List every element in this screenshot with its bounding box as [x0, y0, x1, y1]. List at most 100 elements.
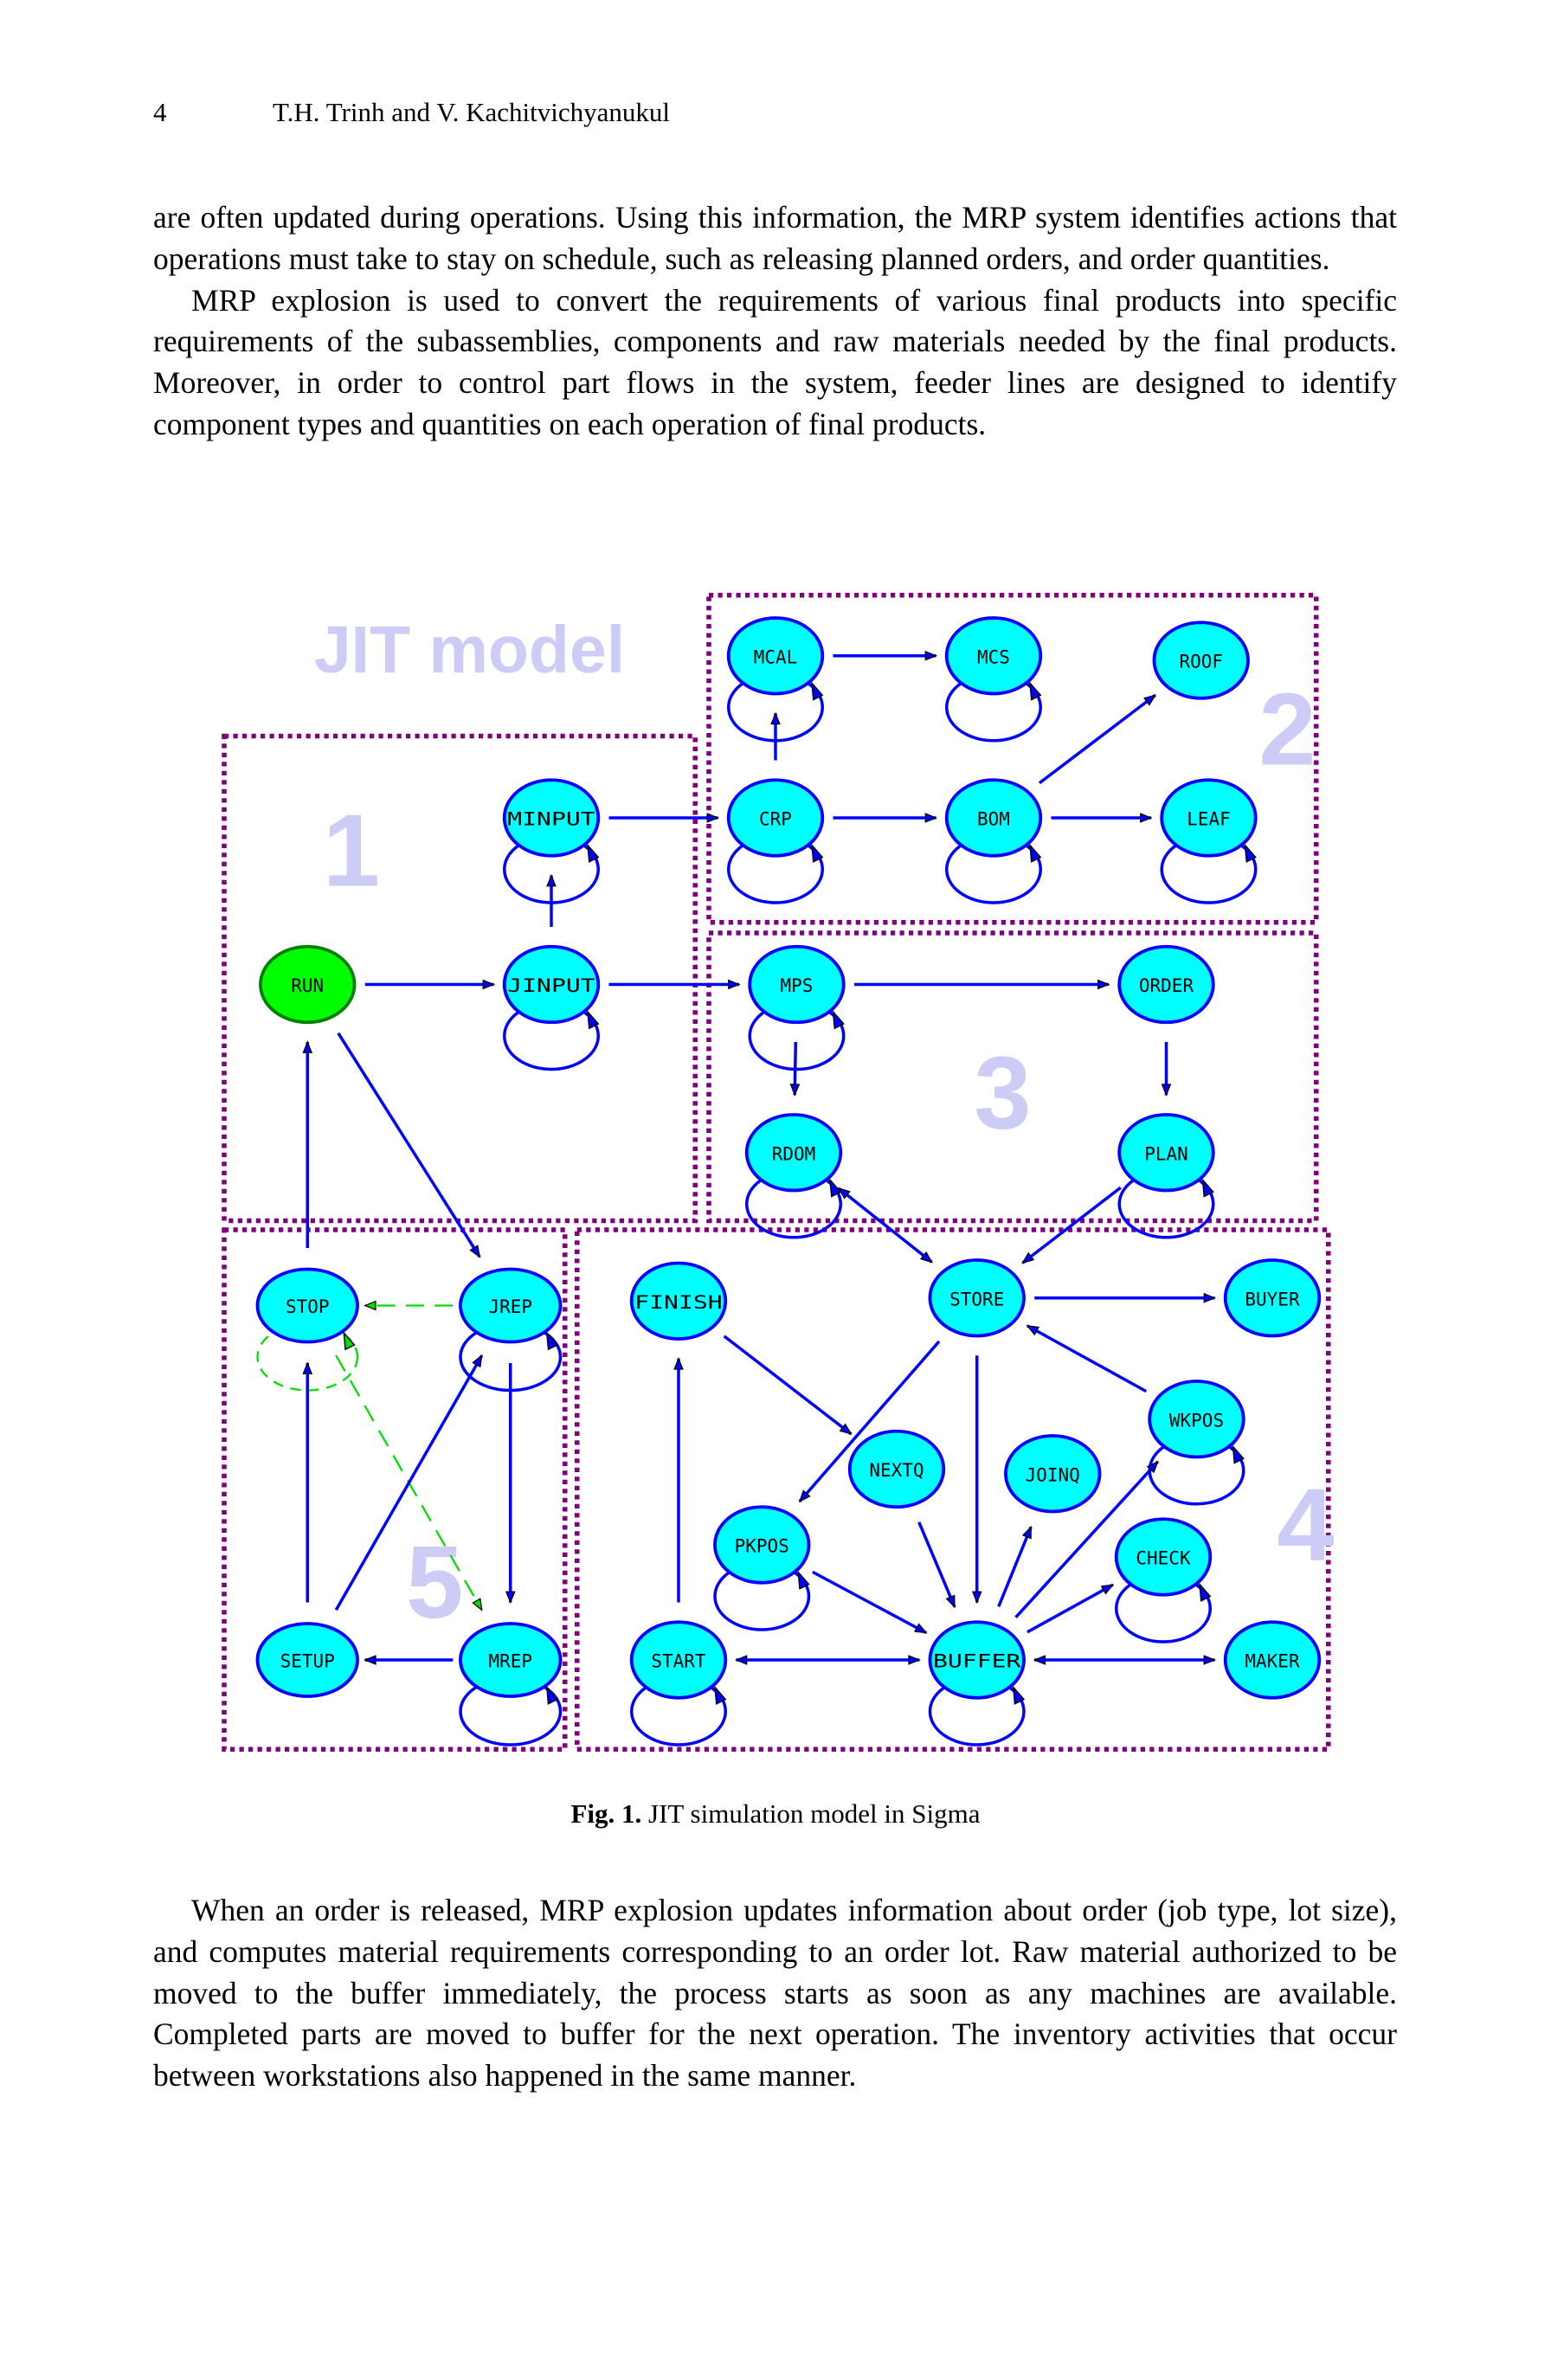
- node-shape: [847, 1429, 946, 1509]
- self-loop-arrow-leaf: [1244, 843, 1257, 863]
- node-rdom: RDOM: [744, 1113, 843, 1193]
- node-shape: [726, 778, 825, 858]
- node-maker: MAKER: [1223, 1620, 1322, 1700]
- paragraph: are often updated during operations. Usi…: [153, 200, 1397, 276]
- caption-label: Fig. 1.: [570, 1798, 642, 1829]
- node-shape: [502, 944, 601, 1025]
- node-shape: [1117, 944, 1215, 1025]
- node-jrep: JREP: [459, 1267, 563, 1344]
- node-label: PLAN: [1144, 1143, 1188, 1164]
- node-label: ROOF: [1179, 652, 1223, 672]
- node-shape: [629, 1620, 728, 1700]
- node-label: PKPOS: [735, 1536, 789, 1557]
- node-mcs: MCS: [944, 616, 1043, 696]
- node-check: CHECK: [1114, 1517, 1213, 1597]
- node-label: JINPUT: [507, 975, 595, 996]
- self-loop-arrow-pkpos: [797, 1570, 810, 1590]
- self-loop-arrow-plan: [1201, 1178, 1214, 1198]
- node-shape: [459, 1622, 563, 1698]
- group-box-5: [222, 1227, 568, 1753]
- node-shape: [1148, 1380, 1245, 1459]
- node-label: MREP: [488, 1651, 532, 1672]
- node-shape: [928, 1258, 1026, 1338]
- edge-buffer-to-joinq: [997, 1525, 1033, 1608]
- node-shape: [1223, 1620, 1322, 1700]
- node-shape: [1004, 1434, 1102, 1514]
- self-loop-arrow-jinput: [587, 1009, 600, 1030]
- node-shape: [928, 1620, 1026, 1700]
- node-label: FINISH: [634, 1292, 723, 1313]
- body-text-bottom: When an order is released, MRP explosion…: [153, 1890, 1397, 2097]
- node-jinput: JINPUT: [502, 944, 601, 1025]
- node-shape: [502, 778, 601, 858]
- self-loop-arrow-minput: [587, 843, 600, 863]
- node-finish: FINISH: [629, 1261, 728, 1341]
- edge-finish-to-nextq: [723, 1335, 853, 1436]
- node-shape: [459, 1267, 563, 1344]
- node-minput: MINPUT: [502, 778, 601, 858]
- node-label: BUFFER: [933, 1651, 1021, 1672]
- node-label: ORDER: [1139, 975, 1194, 996]
- self-loop-arrow-mrep: [545, 1685, 559, 1705]
- group-label-1: 1: [323, 794, 380, 909]
- node-run: RUN: [259, 944, 357, 1025]
- node-label: MINPUT: [507, 809, 595, 830]
- self-loop-arrow-bom: [1029, 843, 1042, 863]
- node-shape: [1114, 1517, 1213, 1597]
- node-mrep: MREP: [459, 1622, 563, 1698]
- node-label: JOINQ: [1026, 1464, 1080, 1485]
- group-box-1: [222, 733, 698, 1224]
- node-order: ORDER: [1117, 944, 1215, 1025]
- edge-nextq-to-buffer: [917, 1521, 956, 1609]
- page-number: 4: [153, 97, 167, 127]
- node-shape: [1152, 621, 1250, 700]
- self-loop-arrow-start: [714, 1685, 727, 1705]
- node-label: BUYER: [1245, 1289, 1300, 1309]
- node-label: LEAF: [1187, 809, 1231, 830]
- node-stop: STOP: [255, 1267, 359, 1344]
- self-loop-arrow-mcs: [1029, 681, 1042, 701]
- self-loop-arrow-wkpos: [1232, 1444, 1245, 1464]
- node-shape: [744, 1113, 843, 1193]
- node-label: SETUP: [280, 1651, 335, 1672]
- node-mcal: MCAL: [726, 616, 825, 696]
- node-plan: PLAN: [1117, 1113, 1215, 1193]
- self-loop-stop: [256, 1322, 359, 1392]
- node-label: STOP: [286, 1296, 330, 1317]
- node-shape: [255, 1267, 359, 1344]
- self-loop-arrow-crp: [811, 843, 824, 863]
- self-loop-arrow-jrep: [545, 1330, 559, 1351]
- node-start: START: [629, 1620, 728, 1700]
- node-shape: [1117, 1113, 1215, 1193]
- node-label: MAKER: [1245, 1651, 1300, 1672]
- node-shape: [1223, 1258, 1322, 1338]
- node-shape: [944, 778, 1043, 858]
- node-shape: [629, 1261, 728, 1341]
- figure-caption: Fig. 1. JIT simulation model in Sigma: [0, 1798, 1551, 1830]
- node-label: WKPOS: [1169, 1410, 1224, 1431]
- node-label: NEXTQ: [869, 1460, 924, 1481]
- edge-store-to-pkpos: [798, 1340, 941, 1503]
- group-box-4: [574, 1227, 1331, 1753]
- group-label-4: 4: [1277, 1467, 1334, 1582]
- edge-wkpos-to-store: [1026, 1324, 1148, 1393]
- node-buffer: BUFFER: [928, 1620, 1026, 1700]
- node-crp: CRP: [726, 778, 825, 858]
- group-label-5: 5: [406, 1525, 463, 1640]
- node-shape: [726, 616, 825, 696]
- node-label: MPS: [781, 975, 814, 996]
- node-label: CRP: [759, 809, 792, 830]
- node-label: CHECK: [1136, 1548, 1191, 1569]
- node-wkpos: WKPOS: [1148, 1380, 1245, 1459]
- node-shape: [748, 944, 846, 1025]
- edge-buffer-to-wkpos: [1014, 1460, 1159, 1619]
- paragraph: MRP explosion is used to convert the req…: [153, 282, 1397, 441]
- edge-setup-to-jrep: [334, 1354, 484, 1611]
- edge-pkpos-to-buffer: [812, 1570, 928, 1635]
- node-shape: [259, 944, 357, 1025]
- group-box-2: [706, 592, 1319, 925]
- self-loop-arrow-mps: [832, 1009, 845, 1030]
- node-shape: [713, 1505, 811, 1585]
- diagram-title: JIT model: [314, 613, 625, 687]
